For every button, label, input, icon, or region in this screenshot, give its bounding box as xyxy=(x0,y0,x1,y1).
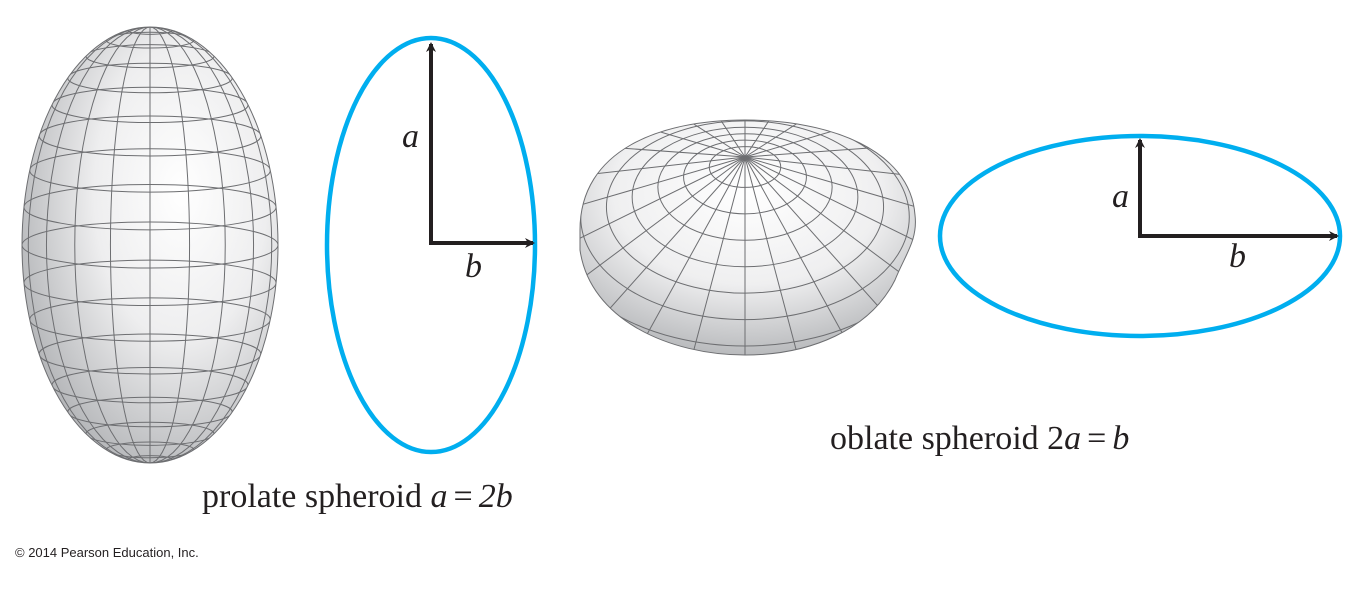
prolate-caption: prolate spheroid a=2b xyxy=(202,478,513,516)
prolate-parallel-line xyxy=(23,183,277,231)
prolate-parallel-line xyxy=(105,31,195,49)
prolate-caption-rhs: 2b xyxy=(478,478,513,515)
oblate-ellipse-outline xyxy=(937,133,1343,339)
prolate-meridian-line xyxy=(45,27,151,463)
oblate-caption-prefix: oblate spheroid xyxy=(830,420,1039,457)
oblate-b-label: b xyxy=(1229,238,1246,275)
prolate-parallel-line xyxy=(38,333,262,375)
prolate-ellipse-outline xyxy=(324,35,538,455)
oblate-caption-lhs-var: a xyxy=(1064,420,1082,457)
prolate-spheroid-surface xyxy=(21,26,279,464)
oblate-meridian-line xyxy=(744,120,808,158)
oblate-meridian-line xyxy=(744,156,916,313)
prolate-parallel-line xyxy=(51,86,249,124)
oblate-caption: oblate spheroid 2a=b xyxy=(830,420,1129,458)
oblate-meridian-line xyxy=(744,156,916,184)
prolate-caption-prefix: prolate spheroid xyxy=(202,478,422,515)
prolate-parallel-line xyxy=(29,297,271,342)
oblate-meridian-line xyxy=(744,120,915,158)
prolate-parallel-line xyxy=(22,221,278,269)
prolate-parallel-line xyxy=(127,455,173,463)
prolate-meridian-line xyxy=(149,27,255,463)
prolate-parallel-line xyxy=(67,396,233,428)
oblate-meridian-line xyxy=(580,156,746,184)
prolate-parallel-line xyxy=(29,148,271,193)
prolate-parallel-line xyxy=(105,441,195,459)
prolate-parallel-line xyxy=(23,259,277,307)
prolate-parallel-line xyxy=(85,44,215,69)
prolate-a-label: a xyxy=(402,118,419,155)
oblate-cross-section xyxy=(937,133,1343,339)
prolate-parallel-line xyxy=(38,115,262,157)
oblate-caption-lhs-coef: 2 xyxy=(1047,420,1065,457)
prolate-parallel-line xyxy=(85,421,215,446)
oblate-spheroid-surface xyxy=(579,119,916,356)
oblate-a-label: a xyxy=(1112,178,1129,215)
oblate-meridian-line xyxy=(682,120,746,158)
oblate-meridian-line xyxy=(744,120,866,158)
prolate-cross-section xyxy=(324,35,538,455)
oblate-caption-op: = xyxy=(1087,420,1107,457)
prolate-meridian-line xyxy=(74,27,151,463)
prolate-b-label: b xyxy=(465,248,482,285)
oblate-meridian-line xyxy=(580,156,746,228)
oblate-meridian-line xyxy=(744,156,916,228)
prolate-caption-lhs: a xyxy=(430,478,448,515)
prolate-meridian-line xyxy=(109,27,151,463)
oblate-meridian-line xyxy=(580,156,746,313)
oblate-meridian-line xyxy=(580,156,746,272)
oblate-meridian-line xyxy=(744,156,916,272)
oblate-meridian-line xyxy=(624,120,746,158)
prolate-meridian-line xyxy=(149,27,273,463)
oblate-caption-rhs: b xyxy=(1112,420,1130,457)
prolate-meridian-line xyxy=(149,27,191,463)
prolate-parallel-line xyxy=(67,62,233,94)
prolate-parallel-line xyxy=(51,366,249,404)
oblate-meridian-line xyxy=(744,141,916,158)
copyright-notice: © 2014 Pearson Education, Inc. xyxy=(15,545,199,560)
prolate-meridian-line xyxy=(149,27,226,463)
oblate-meridian-line xyxy=(580,141,746,158)
prolate-meridian-line xyxy=(27,27,151,463)
prolate-caption-op: = xyxy=(453,478,473,515)
prolate-parallel-line xyxy=(127,27,173,35)
